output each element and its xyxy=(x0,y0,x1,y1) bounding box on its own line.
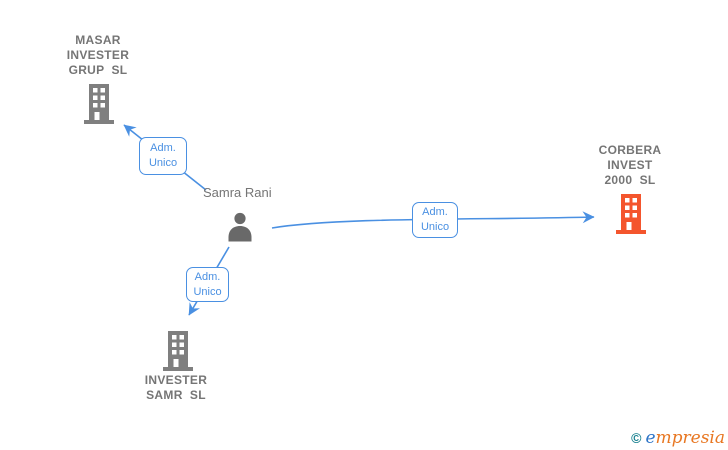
company-label-invester-samr: INVESTER SAMR SL xyxy=(144,373,208,402)
edge-label-adm-unico-masar[interactable]: Adm. Unico xyxy=(139,137,187,175)
building-icon xyxy=(163,331,193,371)
building-icon xyxy=(616,194,646,234)
person-label: Samra Rani xyxy=(203,185,272,200)
company-label-masar: MASAR INVESTER GRUP SL xyxy=(66,33,130,77)
company-node-invester-samr[interactable] xyxy=(159,331,197,371)
empresia-logo: © empresia xyxy=(631,428,725,448)
company-node-masar[interactable] xyxy=(80,84,118,124)
person-node-samra-rani[interactable] xyxy=(226,211,254,242)
building-icon xyxy=(84,84,114,124)
copyright-symbol: © xyxy=(631,430,642,446)
edge-label-adm-unico-corbera[interactable]: Adm. Unico xyxy=(412,202,458,238)
brand-first-letter: e xyxy=(645,428,656,448)
company-node-corbera[interactable] xyxy=(612,194,650,234)
company-label-corbera: CORBERA INVEST 2000 SL xyxy=(598,143,662,187)
person-icon xyxy=(228,212,252,242)
brand-rest: mpresia xyxy=(655,428,726,448)
edge-label-adm-unico-invester[interactable]: Adm. Unico xyxy=(186,267,229,302)
brand-wordmark: empresia xyxy=(645,428,725,448)
